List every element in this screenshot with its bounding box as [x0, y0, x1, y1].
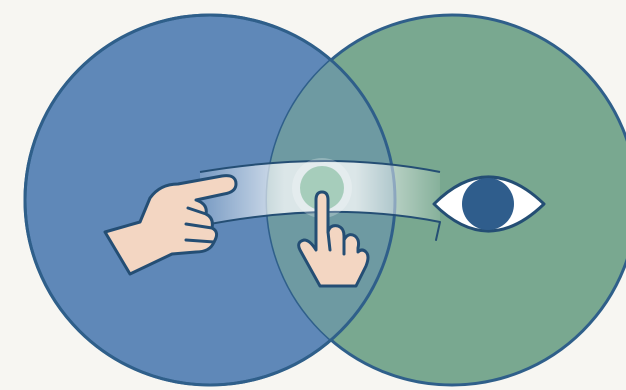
eye-pupil	[462, 178, 514, 230]
